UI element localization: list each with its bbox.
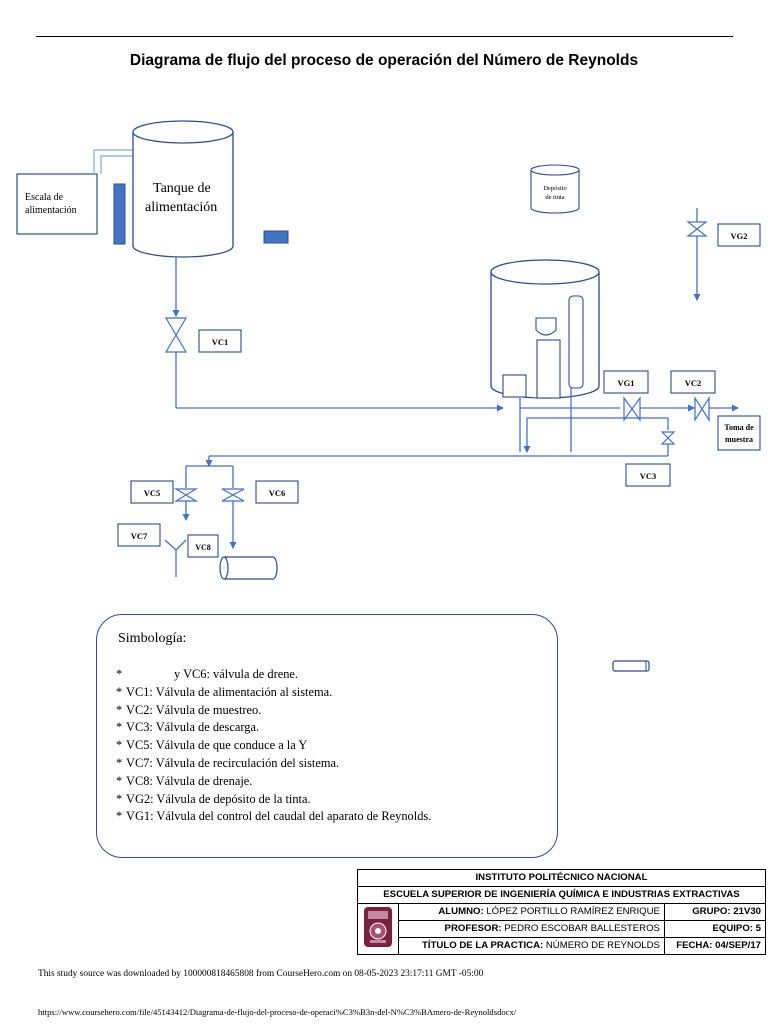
legend-list: *y VC6: válvula de drene. *VC1: Válvula … <box>116 666 431 826</box>
feed-scale-label-1: Escala de <box>25 192 64 203</box>
vg2-valve-icon <box>686 221 708 237</box>
vg1-valve-icon <box>623 396 641 422</box>
legend-item: *y VC6: válvula de drene. <box>116 667 298 681</box>
feed-scale-label-2: alimentación <box>25 205 77 216</box>
vc5-label-box <box>130 480 174 504</box>
ink-tank-label-1: Depósito <box>543 185 566 192</box>
vc6-label: VC6 <box>269 488 286 498</box>
vc1-valve-icon <box>164 317 188 353</box>
team-cell: EQUIPO: 5 <box>663 920 767 938</box>
legend-item: *VC7: Válvula de recirculación del siste… <box>116 755 340 770</box>
vc3-valve-icon <box>660 431 676 445</box>
vg2-label: VG2 <box>731 231 748 241</box>
vc1-label: VC1 <box>212 337 229 347</box>
sample-label-1: Toma de <box>724 423 754 432</box>
sample-label-2: muestra <box>725 435 753 444</box>
vc7-label-box <box>117 523 161 547</box>
pipe-symbol-icon <box>612 660 650 672</box>
flow-diagram: Escala de alimentación Tanque de aliment… <box>16 120 761 580</box>
scale-pipe <box>93 149 134 174</box>
feed-tank <box>132 120 234 258</box>
feed-tank-label-1: Tanque de <box>153 181 211 196</box>
vc7-label: VC7 <box>131 531 148 541</box>
professor-cell: PROFESOR: PEDRO ESCOBAR BALLESTEROS <box>398 920 665 938</box>
legend-item: *VC2: Válvula de muestreo. <box>116 702 262 717</box>
vc2-label: VC2 <box>685 378 702 388</box>
legend-title: Simbología: <box>118 631 187 646</box>
legend-item: *VG1: Válvula del control del caudal del… <box>116 809 432 824</box>
vg2-label-box <box>717 223 761 247</box>
vc6-label-box <box>255 480 299 504</box>
institute-name: INSTITUTO POLITÉCNICO NACIONAL <box>357 869 766 887</box>
vg1-label-box <box>603 370 649 394</box>
blue-block <box>263 230 289 244</box>
y-connector <box>164 539 187 577</box>
vc2-label-box <box>670 370 716 394</box>
vc8-label: VC8 <box>195 543 211 552</box>
footer-source: This study source was downloaded by 1000… <box>38 969 484 979</box>
reynolds-tank <box>490 259 600 399</box>
vc5-valve-icon <box>173 488 199 502</box>
legend-item: *VG2: Válvula de depósito de la tinta. <box>116 791 311 806</box>
page-title: Diagrama de flujo del proceso de operaci… <box>129 52 639 69</box>
vc2-valve-icon <box>694 395 710 423</box>
ipn-logo-icon <box>364 906 392 947</box>
vc6-valve-icon <box>221 488 245 502</box>
group-cell: GRUPO: 21V30 <box>663 903 767 921</box>
student-cell: ALUMNO: LÓPEZ PORTILLO RAMÍREZ ENRIQUE <box>398 903 665 921</box>
top-rule <box>36 36 733 37</box>
feed-scale-box <box>16 173 98 235</box>
school-name: ESCUELA SUPERIOR DE INGENIERÍA QUÍMICA E… <box>357 886 766 904</box>
vg1-label: VG1 <box>618 378 635 388</box>
date-cell: FECHA: 04/SEP/17 <box>663 937 767 955</box>
ink-tank-label-2: de tinta <box>545 194 564 201</box>
feed-tank-label-2: alimentación <box>145 200 217 215</box>
vc3-label: VC3 <box>640 471 657 481</box>
vc3-label-box <box>625 463 671 487</box>
legend-item: *VC1: Válvula de alimentación al sistema… <box>116 684 333 699</box>
sample-box <box>717 415 761 451</box>
vc1-label-box <box>198 329 242 353</box>
vc5-label: VC5 <box>144 488 161 498</box>
info-table: INSTITUTO POLITÉCNICO NACIONAL ESCUELA S… <box>357 869 767 955</box>
legend-item: *VC3: Válvula de descarga. <box>116 720 260 735</box>
practice-cell: TÍTULO DE LA PRACTICA: NÚMERO DE REYNOLD… <box>398 937 665 955</box>
legend-item: *VC5: Válvula de que conduce a la Y <box>116 738 308 753</box>
level-indicator-bar <box>113 183 126 245</box>
drain-cylinder <box>219 556 278 580</box>
ipn-logo-cell <box>357 903 399 955</box>
ink-tank <box>530 164 580 214</box>
footer-url[interactable]: https://www.coursehero.com/file/45143412… <box>38 1007 517 1017</box>
legend-item: *VC8: Válvula de drenaje. <box>116 773 253 788</box>
vc8-label-box <box>187 534 219 558</box>
legend-box <box>96 614 558 858</box>
